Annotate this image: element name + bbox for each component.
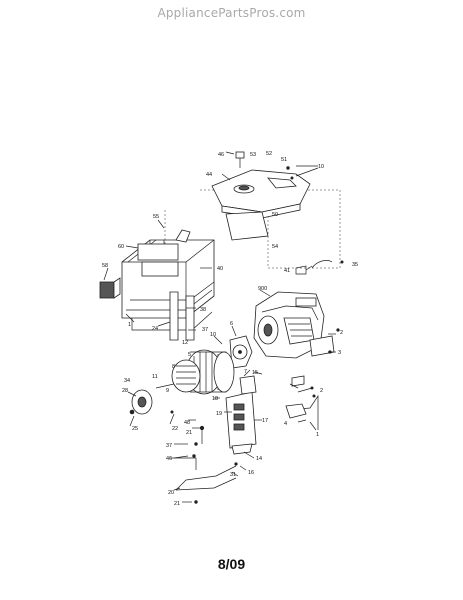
callout-label: 1: [128, 322, 131, 328]
callout-label: 10: [210, 332, 216, 338]
callout-label: 17: [262, 418, 268, 424]
callout-label: 3: [338, 350, 341, 356]
callout-label: 34: [124, 378, 130, 384]
callout-label: 12: [182, 340, 188, 346]
callout-label: 5: [188, 352, 191, 358]
callout-label: 31: [230, 472, 236, 478]
callout-label: 46: [166, 456, 172, 462]
callout-label: 38: [200, 307, 206, 313]
callout-label: 21: [174, 501, 180, 507]
callout-label: 44: [206, 172, 212, 178]
callout-label: 8: [172, 364, 175, 370]
callout-label: 7: [244, 369, 247, 375]
callout-label: 54: [272, 244, 278, 250]
callout-label: 50: [272, 212, 278, 218]
callout-label: 9: [166, 388, 169, 394]
callout-label: 41: [284, 268, 290, 274]
callout-label: 15: [252, 370, 258, 376]
site-header: AppliancePartsPros.com: [157, 6, 306, 20]
callout-label: 51: [281, 157, 287, 163]
callout-label: 16: [248, 470, 254, 476]
callout-labels: 46 53 52 51 10 44 55 50 60 54 40 41 35 5…: [102, 151, 358, 507]
frame: [99, 229, 215, 341]
callout-label: 18: [212, 396, 218, 402]
callout-label: 28: [122, 388, 128, 394]
callout-label: 20: [168, 490, 174, 496]
callout-label: 900: [258, 286, 267, 292]
control-panel: [225, 375, 257, 466]
callout-label: 37: [202, 327, 208, 333]
leader-lines: [103, 151, 336, 503]
callout-label: 24: [152, 326, 158, 332]
base-rails: [170, 410, 237, 504]
callout-label: 4: [284, 421, 287, 427]
callout-label: 46: [218, 152, 224, 158]
engine: [253, 291, 340, 430]
callout-label: 21: [186, 430, 192, 436]
callout-label: 2: [320, 388, 323, 394]
callout-label: 58: [102, 263, 108, 269]
callout-label: 40: [217, 266, 223, 272]
callout-label: 25: [132, 426, 138, 432]
callout-label: 35: [352, 262, 358, 268]
callout-label: 53: [250, 152, 256, 158]
callout-label: 60: [118, 244, 124, 250]
callout-label: 22: [172, 426, 178, 432]
callout-label: 1: [316, 432, 319, 438]
fuel-tank-assembly: [164, 151, 344, 275]
page-date-code: 8/09: [217, 556, 246, 572]
callout-label: 14: [256, 456, 262, 462]
callout-label: 19: [216, 411, 222, 417]
callout-label: 10: [318, 164, 324, 170]
callout-label: 52: [266, 151, 272, 157]
alternator: [129, 335, 253, 415]
callout-label: 37: [166, 443, 172, 449]
callout-label: 48: [184, 420, 190, 426]
callout-label: 11: [152, 374, 158, 380]
callout-label: 2: [340, 330, 343, 336]
callout-label: 6: [230, 321, 233, 327]
callout-label: 55: [153, 214, 159, 220]
